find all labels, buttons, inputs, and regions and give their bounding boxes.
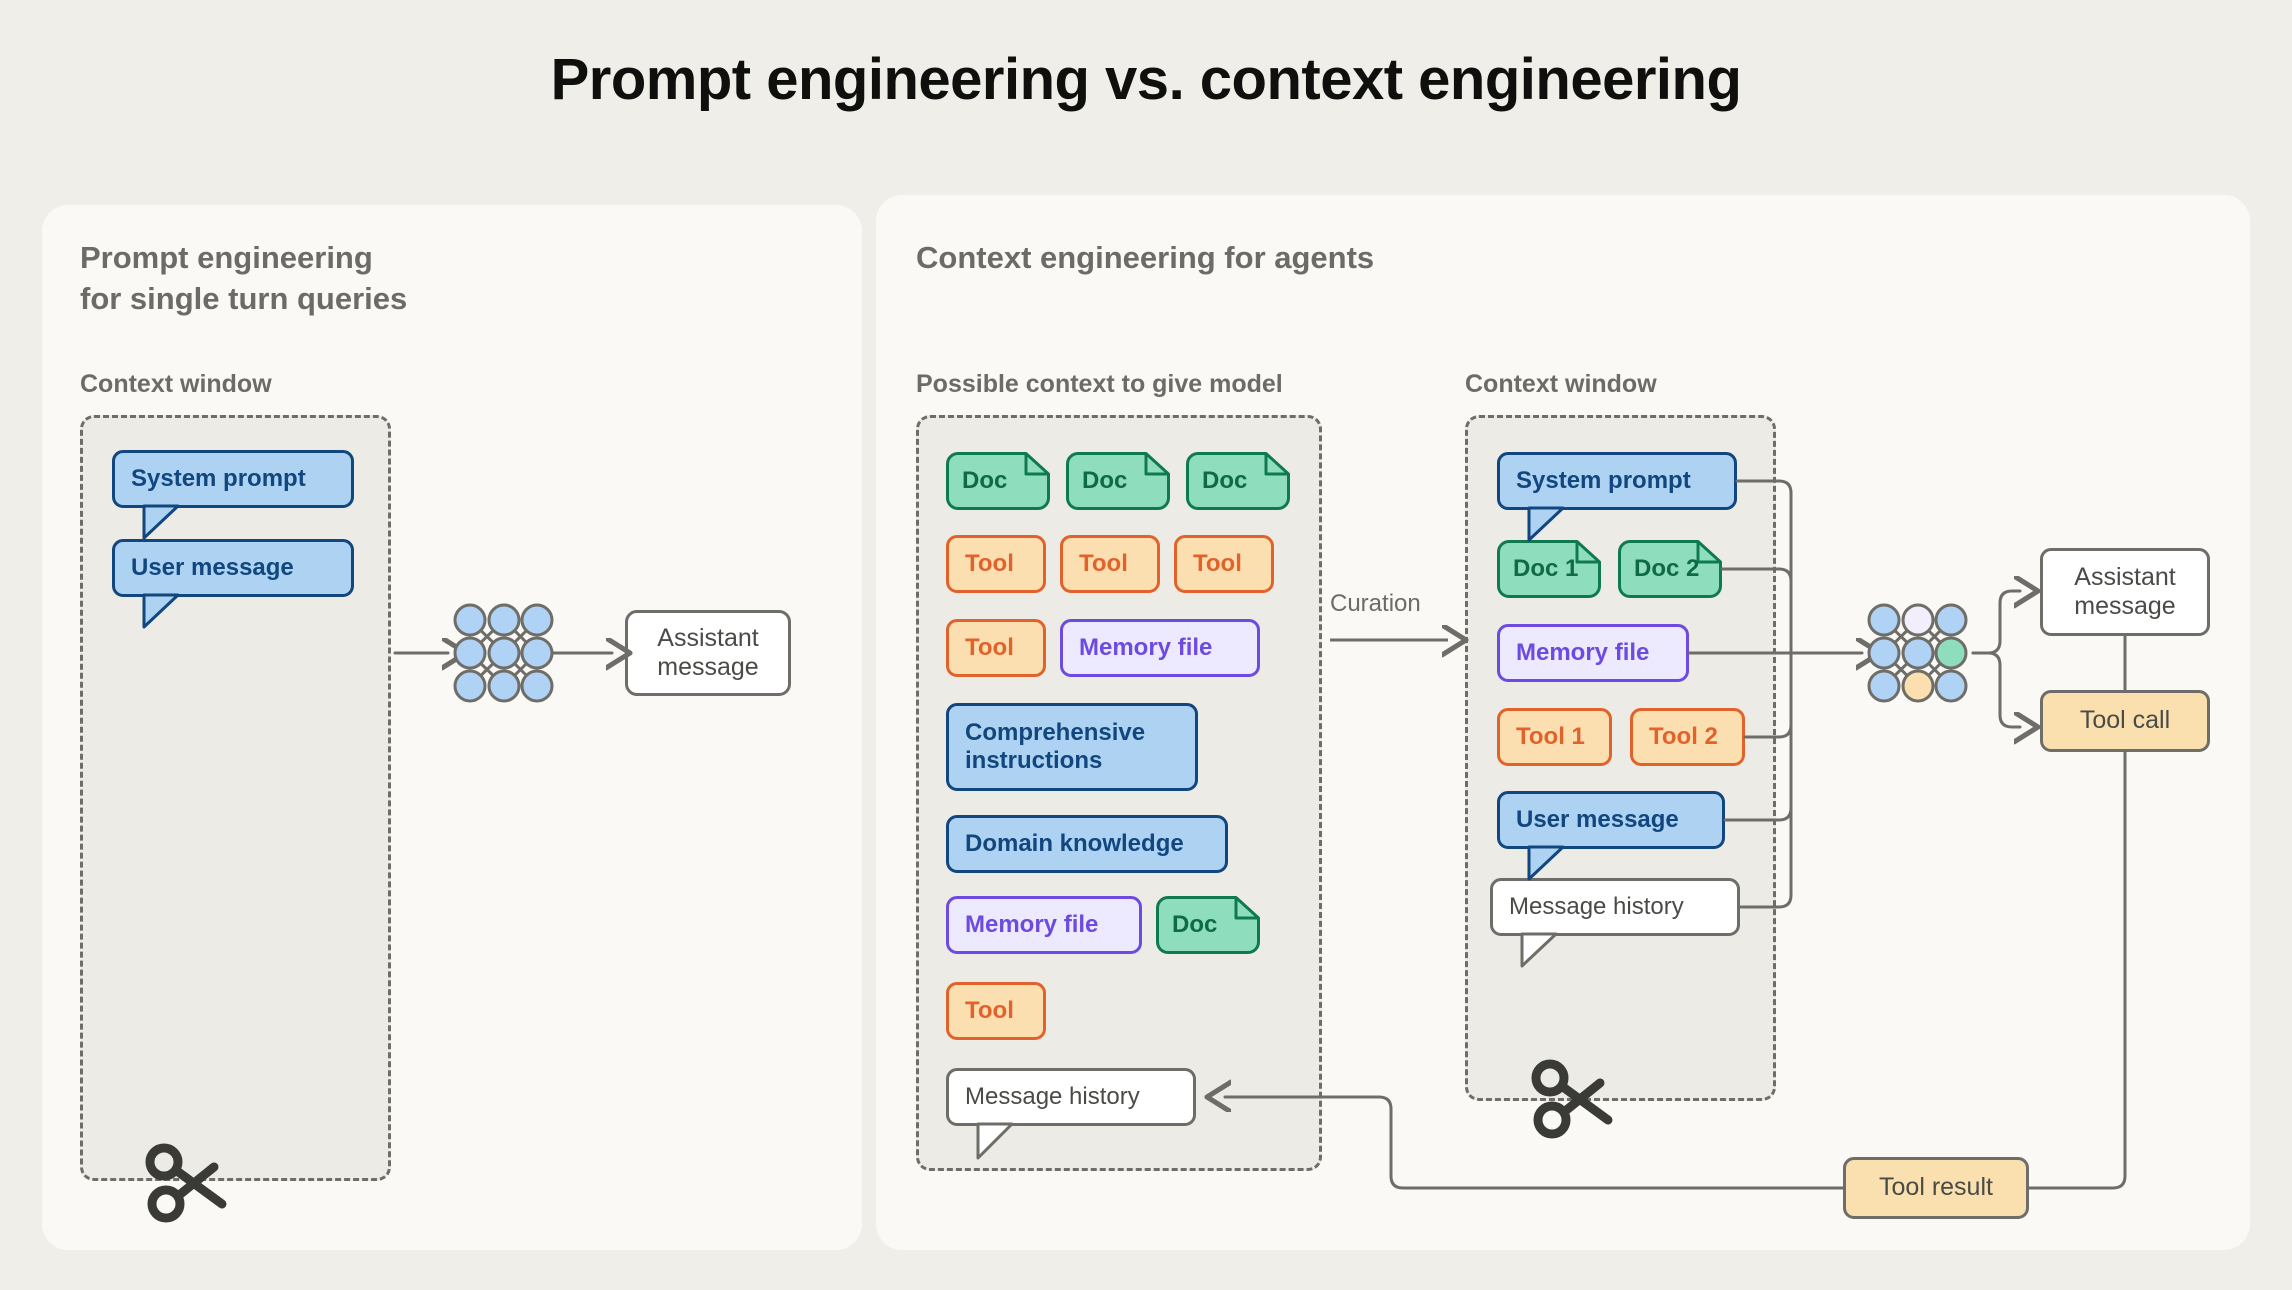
chip-doc-1[interactable]: Doc xyxy=(946,452,1050,510)
chip-message-history-possible[interactable]: Message history xyxy=(946,1068,1196,1126)
assistant-message-box-right: Assistant message xyxy=(2040,548,2210,636)
ctx-chip-tool-2[interactable]: Tool 2 xyxy=(1630,708,1745,766)
right-panel-heading: Context engineering for agents xyxy=(916,240,1375,275)
chip-system-prompt[interactable]: System prompt xyxy=(112,450,354,508)
ctx-chip-doc-2[interactable]: Doc 2 xyxy=(1618,540,1722,598)
right-context-window-label: Context window xyxy=(1465,370,1657,398)
doc-shape-icon xyxy=(1156,896,1260,954)
ctx-chip-message-history[interactable]: Message history xyxy=(1490,878,1740,936)
tool-call-box: Tool call xyxy=(2040,690,2210,752)
tool-result-box: Tool result xyxy=(1843,1157,2029,1219)
left-context-window xyxy=(80,415,391,1181)
chip-memory-file-2[interactable]: Memory file xyxy=(946,896,1142,954)
doc-shape-icon xyxy=(1497,540,1601,598)
assistant-message-box: Assistant message xyxy=(625,610,791,696)
ctx-chip-doc-1[interactable]: Doc 1 xyxy=(1497,540,1601,598)
chip-doc-4[interactable]: Doc xyxy=(1156,896,1260,954)
chip-domain-knowledge[interactable]: Domain knowledge xyxy=(946,815,1228,873)
chip-doc-3[interactable]: Doc xyxy=(1186,452,1290,510)
ctx-chip-memory-file[interactable]: Memory file xyxy=(1497,624,1689,682)
chip-tool-3[interactable]: Tool xyxy=(1174,535,1274,593)
left-context-window-label: Context window xyxy=(80,370,272,398)
page-title: Prompt engineering vs. context engineeri… xyxy=(550,47,1742,112)
ctx-chip-user-message[interactable]: User message xyxy=(1497,791,1725,849)
chip-tool-4[interactable]: Tool xyxy=(946,619,1046,677)
possible-context-label: Possible context to give model xyxy=(916,370,1283,398)
curation-label: Curation xyxy=(1330,590,1421,617)
doc-shape-icon xyxy=(1066,452,1170,510)
chip-tool-2[interactable]: Tool xyxy=(1060,535,1160,593)
chip-tool-1[interactable]: Tool xyxy=(946,535,1046,593)
doc-shape-icon xyxy=(946,452,1050,510)
doc-shape-icon xyxy=(1618,540,1722,598)
possible-context-container xyxy=(916,415,1322,1171)
chip-tool-5[interactable]: Tool xyxy=(946,982,1046,1040)
chip-doc-2[interactable]: Doc xyxy=(1066,452,1170,510)
chip-user-message[interactable]: User message xyxy=(112,539,354,597)
chip-comprehensive-instructions[interactable]: Comprehensive instructions xyxy=(946,703,1198,791)
ctx-chip-tool-1[interactable]: Tool 1 xyxy=(1497,708,1612,766)
doc-shape-icon xyxy=(1186,452,1290,510)
left-panel-heading: Prompt engineering for single turn queri… xyxy=(80,240,408,316)
chip-memory-file-1[interactable]: Memory file xyxy=(1060,619,1260,677)
ctx-chip-system-prompt[interactable]: System prompt xyxy=(1497,452,1737,510)
